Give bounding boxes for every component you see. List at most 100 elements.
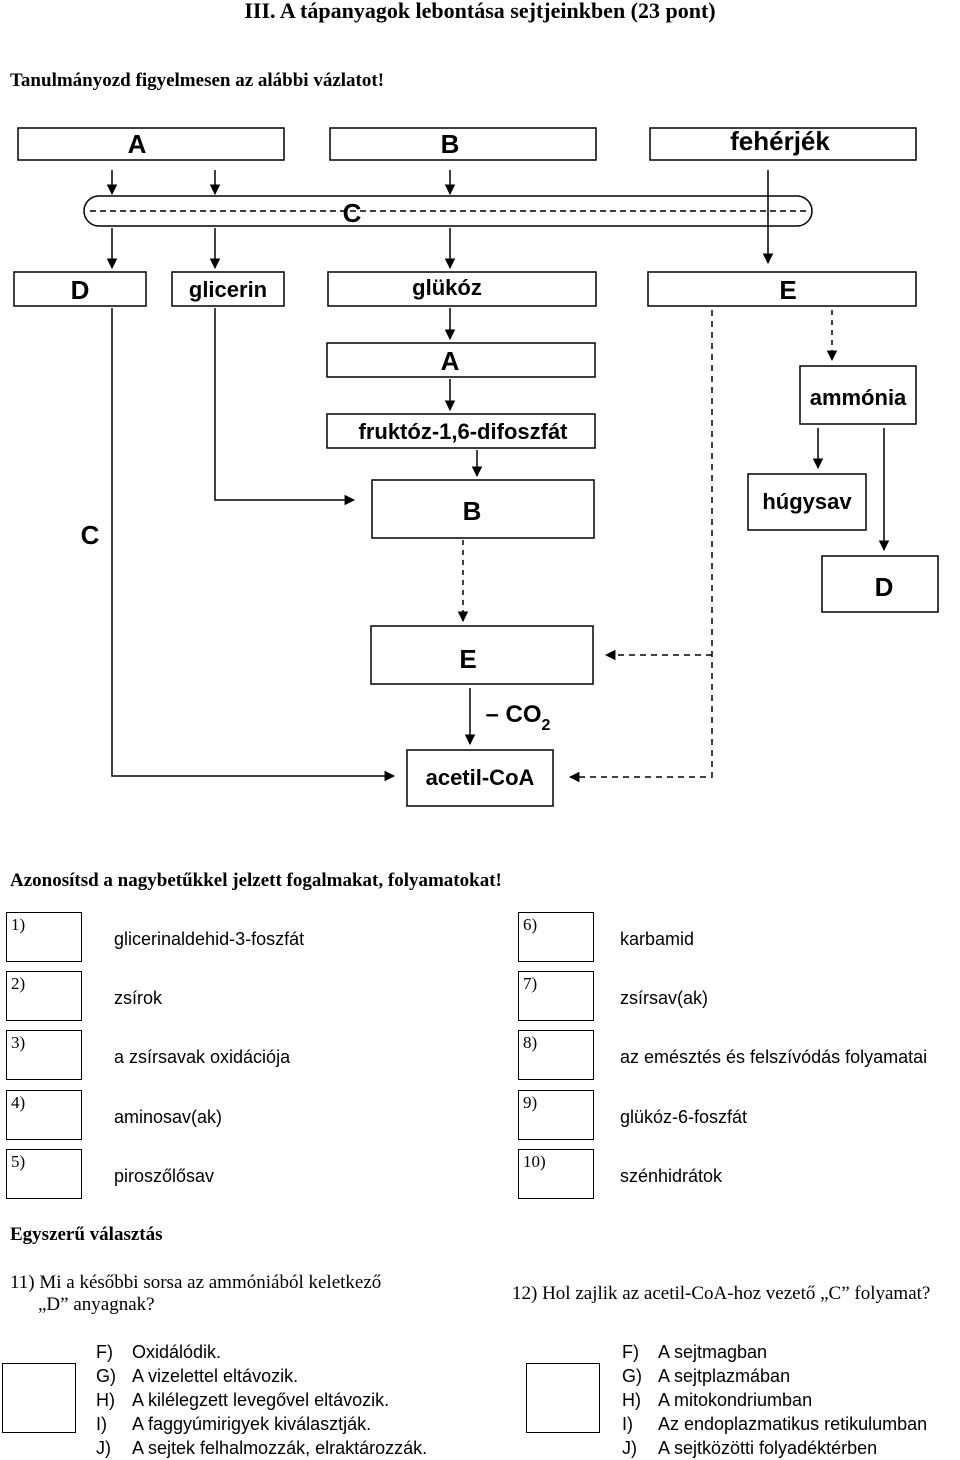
option-row: J) A sejtek felhalmozzák, elraktározzák. bbox=[96, 1436, 427, 1460]
identify-prompt: Azonosítsd a nagybetűkkel jelzett fogalm… bbox=[10, 870, 502, 891]
answer-box-12[interactable] bbox=[526, 1363, 600, 1433]
option-row: J) A sejtközötti folyadéktérben bbox=[622, 1436, 927, 1460]
option-text: A sejtmagban bbox=[658, 1342, 768, 1362]
option-letter: J) bbox=[622, 1438, 637, 1458]
arrow-glicerin-to-b bbox=[214, 308, 356, 506]
box-chain-b bbox=[371, 479, 595, 539]
box-top-feherjek bbox=[649, 127, 917, 161]
answer-box-2[interactable]: 2) bbox=[6, 971, 82, 1021]
option-text: A sejtplazmában bbox=[658, 1366, 791, 1386]
label-chain-e: E bbox=[459, 644, 476, 674]
item-number: 3) bbox=[11, 1033, 26, 1052]
item-text: glükóz-6-foszfát bbox=[620, 1107, 748, 1127]
answer-box-5[interactable]: 5) bbox=[6, 1149, 82, 1199]
option-text: A sejtközötti folyadéktérben bbox=[658, 1438, 878, 1458]
question-12-options: F)A sejtmagban G) A sejtplazmában H) A mit… bbox=[622, 1340, 927, 1460]
item-text: a zsírsavak oxidációja bbox=[114, 1047, 291, 1067]
answer-box-1[interactable]: 1) bbox=[6, 912, 82, 962]
option-text: Oxidálódik. bbox=[132, 1342, 222, 1362]
label-box-glukoz: glükóz bbox=[412, 275, 482, 300]
option-text: A vizelettel eltávozik. bbox=[132, 1366, 299, 1386]
box-acetil-coa bbox=[406, 749, 554, 807]
option-letter: F) bbox=[96, 1342, 113, 1362]
option-row: H)A kilélegzett levegővel eltávozik. bbox=[96, 1388, 427, 1412]
box-glicerin bbox=[171, 271, 285, 307]
arrow-e-to-acetil-dashed bbox=[568, 310, 713, 783]
instruction-text: Tanulmányozd figyelmesen az alábbi vázla… bbox=[10, 70, 385, 91]
item-text: szénhidrátok bbox=[620, 1166, 723, 1186]
box-right-d bbox=[821, 555, 939, 613]
box-glukoz bbox=[327, 271, 597, 307]
item-text: zsírsav(ak) bbox=[620, 988, 709, 1008]
label-co2-subscript: 2 bbox=[542, 717, 551, 734]
item-number: 7) bbox=[523, 974, 538, 993]
option-text: A faggyúmirigyek kiválasztják. bbox=[132, 1414, 372, 1434]
label-c-bar: C bbox=[343, 198, 362, 228]
item-number: 8) bbox=[523, 1033, 538, 1052]
item-number: 6) bbox=[523, 915, 538, 934]
question-12: 12) Hol zajlik az acetil-CoA-hoz vezető … bbox=[512, 1283, 931, 1304]
section-title: Egyszerű választás bbox=[10, 1224, 163, 1245]
question-11-line1: 11) Mi a későbbi sorsa az ammóniából kel… bbox=[10, 1272, 382, 1293]
option-letter: G) bbox=[622, 1366, 642, 1386]
box-d bbox=[13, 271, 147, 307]
label-acetil-coa: acetil-CoA bbox=[426, 765, 535, 790]
box-top-a bbox=[17, 127, 285, 161]
answer-box-7[interactable]: 7) bbox=[518, 971, 594, 1021]
option-text: A mitokondriumban bbox=[658, 1390, 813, 1410]
item-number: 10) bbox=[523, 1152, 546, 1171]
page-title: III. A tápanyagok lebontása sejtjeinkben… bbox=[244, 0, 716, 23]
label-box-e-top: E bbox=[779, 275, 796, 305]
option-row: F) Oxidálódik. bbox=[96, 1340, 427, 1364]
label-top-feherjek: fehérjék bbox=[730, 126, 830, 156]
option-text: A sejtek felhalmozzák, elraktározzák. bbox=[132, 1438, 428, 1458]
box-e-top bbox=[647, 271, 917, 307]
item-number: 9) bbox=[523, 1093, 538, 1112]
answer-box-11[interactable] bbox=[2, 1363, 76, 1433]
box-ammonia bbox=[799, 365, 917, 425]
option-letter: I) bbox=[622, 1414, 633, 1434]
label-box-glicerin: glicerin bbox=[189, 277, 267, 302]
option-letter: I) bbox=[96, 1414, 107, 1434]
option-row: G) A sejtplazmában bbox=[622, 1364, 927, 1388]
option-row: H) A mitokondriumban bbox=[622, 1388, 927, 1412]
item-text: karbamid bbox=[620, 929, 695, 949]
item-text: az emésztés és felszívódás folyamatai bbox=[620, 1047, 928, 1067]
answer-box-4[interactable]: 4) bbox=[6, 1090, 82, 1140]
arrow-d-to-acetil bbox=[111, 308, 396, 782]
answer-box-3[interactable]: 3) bbox=[6, 1030, 82, 1080]
answer-box-6[interactable]: 6) bbox=[518, 912, 594, 962]
label-right-d: D bbox=[875, 572, 894, 602]
question-11: 11) Mi a későbbi sorsa az ammóniából kel… bbox=[10, 1272, 381, 1316]
label-box-d: D bbox=[71, 275, 90, 305]
answer-box-9[interactable]: 9) bbox=[518, 1090, 594, 1140]
item-number: 1) bbox=[11, 915, 26, 934]
label-left-c: C bbox=[81, 520, 100, 550]
c-bar bbox=[83, 195, 813, 227]
option-row: F)A sejtmagban bbox=[622, 1340, 927, 1364]
box-fruktoz bbox=[326, 413, 596, 449]
option-letter: J) bbox=[96, 1438, 111, 1458]
answer-box-8[interactable]: 8) bbox=[518, 1030, 594, 1080]
box-chain-a bbox=[326, 342, 596, 378]
item-text: zsírok bbox=[114, 988, 163, 1008]
option-row: I) A faggyúmirigyek kiválasztják. bbox=[96, 1412, 427, 1436]
item-text: glicerinaldehid-3-foszfát bbox=[114, 929, 305, 949]
option-letter: H) bbox=[622, 1390, 641, 1410]
label-top-b: B bbox=[441, 129, 460, 159]
label-fruktoz: fruktóz-1,6-difoszfát bbox=[359, 419, 569, 444]
label-chain-a: A bbox=[441, 346, 460, 376]
box-top-b bbox=[329, 127, 597, 161]
label-hugysav: húgysav bbox=[762, 489, 852, 514]
item-number: 4) bbox=[11, 1093, 26, 1112]
item-text: piroszőlősav bbox=[114, 1166, 215, 1186]
box-chain-e bbox=[370, 625, 594, 685]
answer-box-10[interactable]: 10) bbox=[518, 1149, 594, 1199]
box-hugysav bbox=[747, 473, 867, 531]
question-11-line2: „D” anyagnak? bbox=[38, 1294, 155, 1315]
item-number: 2) bbox=[11, 974, 26, 993]
option-text: Az endoplazmatikus retikulumban bbox=[658, 1414, 928, 1434]
option-letter: H) bbox=[96, 1390, 115, 1410]
metabolism-diagram: A B fehérjék C D glicerin glükóz E A bbox=[13, 126, 939, 807]
option-row: G)A vizelettel eltávozik. bbox=[96, 1364, 427, 1388]
